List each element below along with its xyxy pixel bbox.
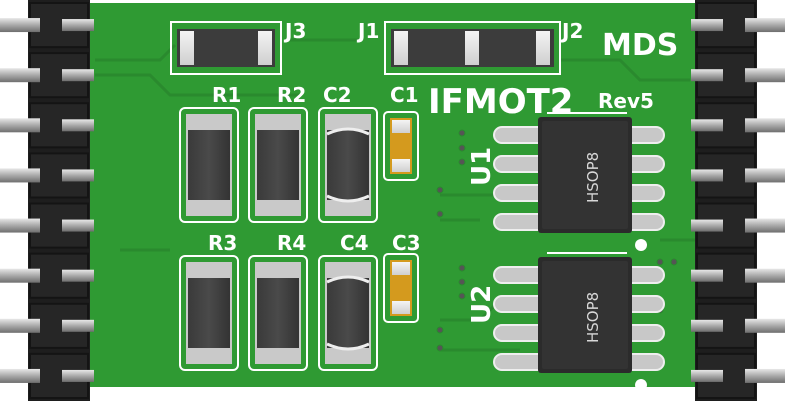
via-icon: [436, 210, 444, 218]
jumper-j1-j2: [384, 21, 561, 75]
via-icon: [458, 129, 466, 137]
pin-header-icon: [691, 18, 785, 33]
resistor-r2: [248, 107, 308, 223]
via-icon: [458, 144, 466, 152]
via-icon: [436, 344, 444, 352]
label-j2: J2: [560, 19, 583, 43]
label-r4: R4: [277, 231, 306, 255]
via-icon: [436, 186, 444, 194]
pin-header-icon: [0, 218, 94, 233]
label-board-name: IFMOT2: [428, 82, 573, 122]
via-icon: [670, 258, 678, 266]
pin-header-icon: [691, 268, 785, 283]
resistor-r1: [179, 107, 239, 223]
label-j1: J1: [356, 19, 379, 43]
label-c3: C3: [392, 231, 421, 255]
label-c4: C4: [340, 231, 369, 255]
pin-header-icon: [0, 368, 94, 383]
chip-u2: HSOP8: [493, 252, 665, 391]
capacitor-c4: [318, 255, 378, 371]
via-icon: [458, 278, 466, 286]
jumper-j3: [170, 21, 282, 75]
label-j3: J3: [283, 19, 306, 43]
pin-header-icon: [0, 118, 94, 133]
label-r3: R3: [208, 231, 237, 255]
pin-header-icon: [0, 318, 94, 333]
pin-header-icon: [0, 168, 94, 183]
label-c2: C2: [323, 83, 352, 107]
label-u2: U2: [467, 285, 497, 324]
via-icon: [458, 158, 466, 166]
label-r1: R1: [212, 83, 241, 107]
pin-header-icon: [691, 318, 785, 333]
pin-header-left: [0, 0, 94, 401]
pcb-traces: [95, 38, 700, 352]
label-revision: Rev5: [598, 89, 654, 113]
pin-header-icon: [691, 118, 785, 133]
pin-header-icon: [691, 218, 785, 233]
pin-header-icon: [0, 18, 94, 33]
chip-u1-package-label: HSOP8: [584, 152, 602, 203]
capacitor-c2: [318, 107, 378, 223]
pin-header-right: [691, 0, 785, 401]
resistor-r4: [248, 255, 308, 371]
label-u1: U1: [467, 147, 497, 186]
label-r2: R2: [277, 83, 306, 107]
label-c1: C1: [390, 83, 419, 107]
pin-header-icon: [0, 268, 94, 283]
via-icon: [656, 258, 664, 266]
pin-header-icon: [0, 68, 94, 83]
chip-u1: HSOP8: [493, 112, 665, 251]
pin-header-icon: [691, 168, 785, 183]
via-icon: [458, 264, 466, 272]
chip-u2-package-label: HSOP8: [584, 292, 602, 343]
pin-header-icon: [691, 68, 785, 83]
via-icon: [458, 292, 466, 300]
resistor-r3: [179, 255, 239, 371]
label-maker: MDS: [602, 28, 678, 63]
via-icon: [436, 326, 444, 334]
pin-header-icon: [691, 368, 785, 383]
capacitor-c1: [383, 111, 419, 181]
capacitor-c3: [383, 253, 419, 323]
